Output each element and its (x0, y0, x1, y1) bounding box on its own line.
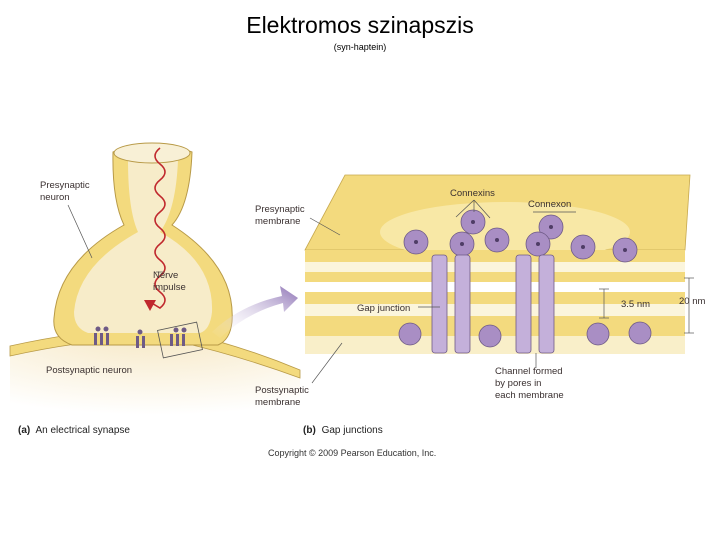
label-postsynaptic-neuron: Postsynaptic neuron (46, 365, 132, 376)
label-postsynaptic-membrane-line2: membrane (255, 397, 300, 408)
copyright-notice: Copyright © 2009 Pearson Education, Inc. (268, 448, 436, 458)
connexon-pores (414, 220, 627, 252)
label-nerve-impulse-line2: impulse (153, 282, 186, 293)
magnify-arrow (212, 286, 298, 338)
label-presynaptic-membrane-line2: membrane (255, 216, 300, 227)
postsynaptic-lipid-layer (305, 304, 685, 316)
label-channel-line3: each membrane (495, 390, 564, 401)
postsynaptic-outer-layer (305, 292, 685, 304)
label-connexon: Connexon (528, 199, 571, 210)
caption-b-letter: (b) (303, 425, 316, 436)
gap-junction-channels (431, 254, 555, 354)
label-distance-20nm: 20 nm (679, 296, 705, 307)
label-presynaptic-neuron-line2: neuron (40, 192, 70, 203)
label-channel-line2: by pores in (495, 378, 541, 389)
caption-a: (a) An electrical synapse (18, 425, 130, 436)
presynaptic-cytoplasm (74, 155, 213, 333)
gap-space (305, 282, 685, 292)
label-gap-junction: Gap junction (357, 303, 410, 314)
label-nerve-impulse-line1: Nerve (153, 270, 178, 281)
caption-a-letter: (a) (18, 425, 30, 436)
nerve-impulse-arrowhead (144, 300, 156, 311)
label-connexins: Connexins (450, 188, 495, 199)
page-subtitle: (syn-haptein) (333, 42, 387, 52)
page-title: Elektromos szinapszis (246, 12, 474, 38)
panel-a-electrical-synapse: Presynaptic neuron Nerve impulse Postsyn… (9, 142, 301, 436)
panel-b-gap-junctions: Connexins Connexon Presynaptic membrane … (255, 174, 705, 436)
nerve-impulse-arrow (149, 147, 166, 309)
caption-b-text: Gap junctions (322, 425, 383, 436)
axon-opening (113, 142, 191, 164)
label-presynaptic-membrane-line1: Presynaptic (255, 204, 305, 215)
magnification-box (157, 321, 203, 359)
gap-junction-clusters (94, 326, 187, 348)
presynaptic-lipid-layer (305, 262, 685, 272)
caption-b: (b) Gap junctions (303, 425, 383, 436)
caption-a-text: An electrical synapse (35, 425, 130, 436)
label-presynaptic-neuron-line1: Presynaptic (40, 180, 90, 191)
label-postsynaptic-membrane-line1: Postsynaptic (255, 385, 309, 396)
label-distance-3-5nm: 3.5 nm (621, 299, 650, 310)
leader-lines-b (309, 199, 694, 384)
label-channel-line1: Channel formed (495, 366, 563, 377)
leader-presynaptic-neuron (67, 204, 93, 259)
presynaptic-inner-layer (305, 272, 685, 282)
